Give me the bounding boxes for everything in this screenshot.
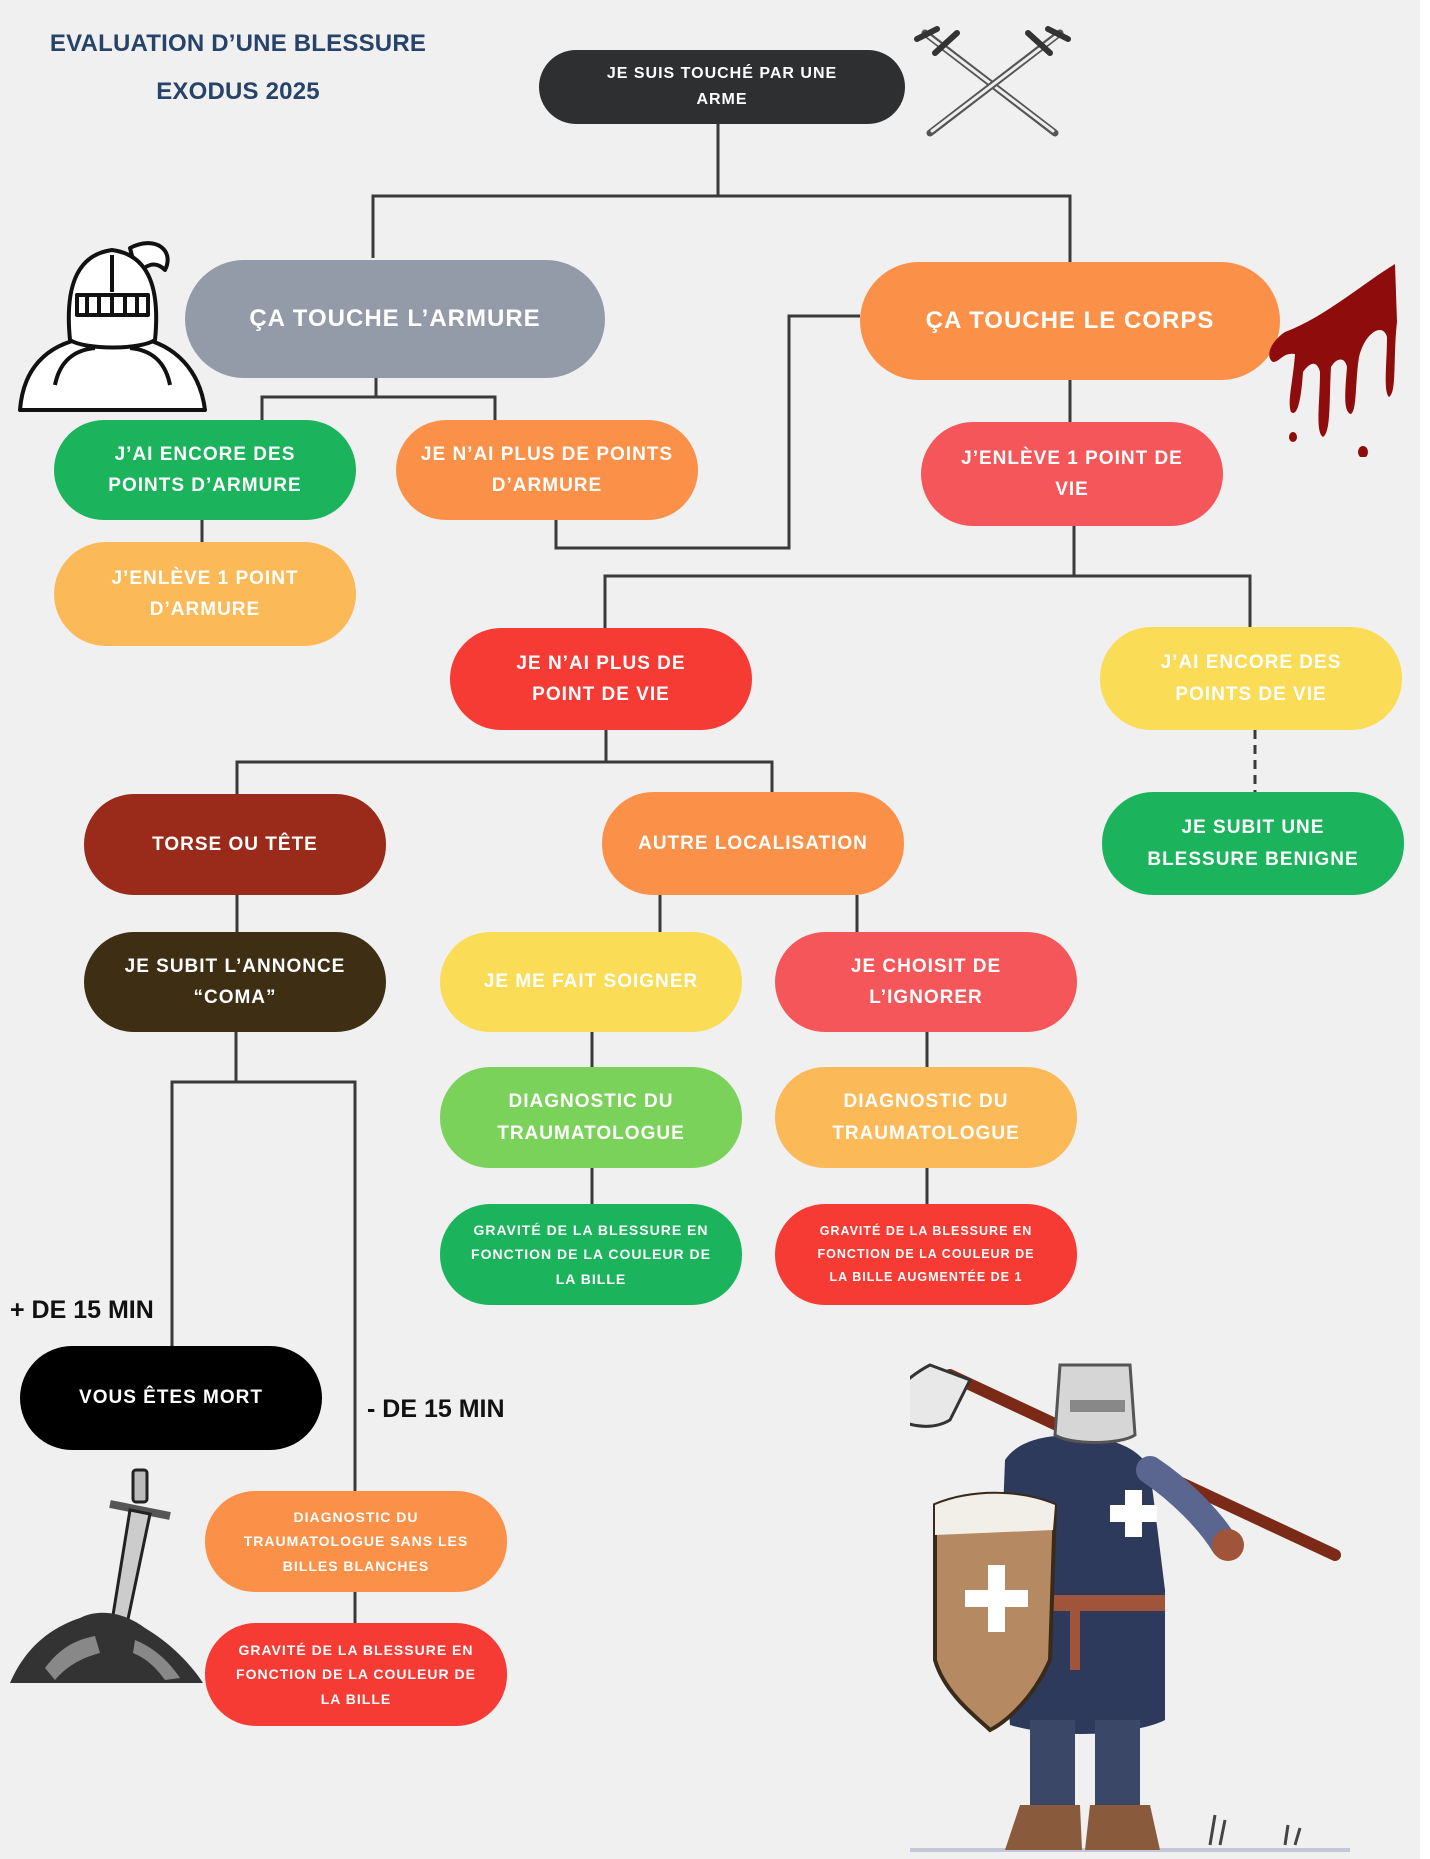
node-gravite-2: GRAVITÉ DE LA BLESSURE EN FONCTION DE LA… [775, 1204, 1077, 1305]
knight-helmet-icon [18, 241, 207, 412]
blood-splatter-icon [1269, 264, 1397, 457]
node-armure: ÇA TOUCHE L’ARMURE [185, 260, 605, 378]
page-subtitle: EXODUS 2025 [156, 78, 320, 105]
crossed-swords-icon [914, 26, 1071, 137]
page-title: EVALUATION D’UNE BLESSURE [49, 30, 427, 57]
node-benigne: JE SUBIT UNE BLESSURE BENIGNE [1102, 792, 1404, 895]
node-enleve-armure: J’ENLÈVE 1 POINT D’ARMURE [54, 542, 356, 646]
sword-in-stone-icon [10, 1468, 203, 1683]
node-mort: VOUS ÊTES MORT [20, 1346, 322, 1450]
node-enleve-vie: J’ENLÈVE 1 POINT DE VIE [921, 422, 1223, 526]
node-start: JE SUIS TOUCHÉ PAR UNE ARME [539, 50, 905, 124]
node-gravite-3: GRAVITÉ DE LA BLESSURE EN FONCTION DE LA… [205, 1623, 507, 1726]
node-encore-vie: J’AI ENCORE DES POINTS DE VIE [1100, 627, 1402, 730]
label-moins-15-min: - DE 15 MIN [367, 1395, 505, 1423]
node-gravite-1: GRAVITÉ DE LA BLESSURE EN FONCTION DE LA… [440, 1204, 742, 1305]
node-soigner: JE ME FAIT SOIGNER [440, 932, 742, 1032]
node-plus-armure: JE N’AI PLUS DE POINTS D’ARMURE [396, 420, 698, 520]
node-diagnostic-2: DIAGNOSTIC DU TRAUMATOLOGUE [775, 1067, 1077, 1168]
node-autre: AUTRE LOCALISATION [602, 792, 904, 895]
node-encore-armure: J’AI ENCORE DES POINTS D’ARMURE [54, 420, 356, 520]
node-ignorer: JE CHOISIT DE L’IGNORER [775, 932, 1077, 1032]
node-diagnostic-3: DIAGNOSTIC DU TRAUMATOLOGUE SANS LES BIL… [205, 1491, 507, 1592]
node-plus-vie: JE N’AI PLUS DE POINT DE VIE [450, 628, 752, 730]
node-torse: TORSE OU TÊTE [84, 794, 386, 895]
label-plus-15-min: + DE 15 MIN [10, 1296, 154, 1324]
node-diagnostic-1: DIAGNOSTIC DU TRAUMATOLOGUE [440, 1067, 742, 1168]
templar-knight-icon [910, 1363, 1350, 1852]
node-corps: ÇA TOUCHE LE CORPS [860, 262, 1280, 380]
node-coma: JE SUBIT L’ANNONCE “COMA” [84, 932, 386, 1032]
